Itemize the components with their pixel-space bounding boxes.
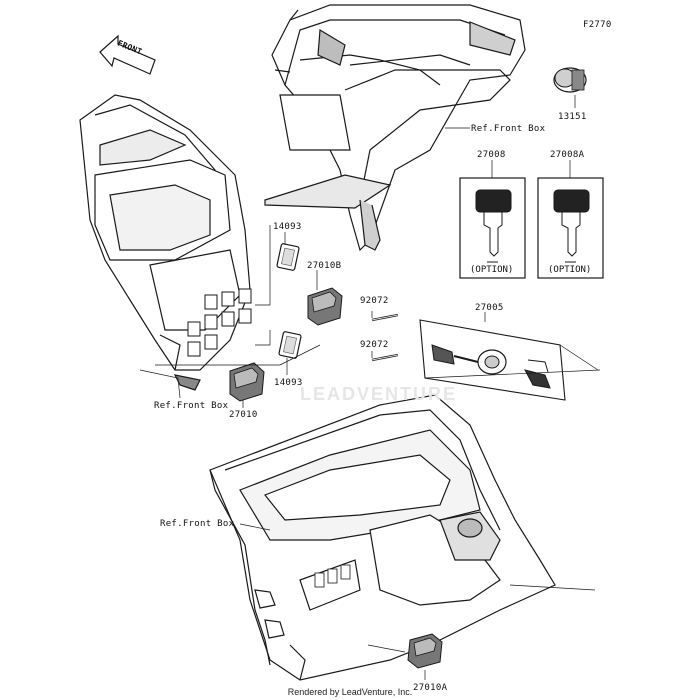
lens-14093-lower <box>278 331 302 359</box>
switch-27010A <box>407 633 443 669</box>
option-label-1: (OPTION) <box>470 265 514 275</box>
ref-front-box-label-3: Ref.Front Box <box>160 519 235 529</box>
switch-panel-grid <box>187 288 252 357</box>
ref-front-box-label-2: Ref.Front Box <box>154 401 229 411</box>
part-label-27008[interactable]: 27008 <box>477 150 506 160</box>
switch-27010B <box>307 287 343 326</box>
part-label-27010[interactable]: 27010 <box>229 410 258 420</box>
part-label-27010A[interactable]: 27010A <box>413 683 448 693</box>
watermark-text: LEADVENTURE <box>300 384 458 404</box>
ignition-switch-27005 <box>419 319 566 401</box>
lens-14093-upper <box>276 243 300 271</box>
part-label-14093-upper[interactable]: 14093 <box>273 222 302 232</box>
part-label-27010B[interactable]: 27010B <box>307 261 342 271</box>
left-dash-panel <box>79 94 251 391</box>
leader-lines <box>139 95 601 680</box>
pin-92072-upper <box>371 313 399 322</box>
ref-front-box-label-1: Ref.Front Box <box>471 124 546 134</box>
key-box-27008 <box>459 177 526 279</box>
front-arrow-icon <box>99 34 156 75</box>
key-box-27008A <box>537 177 604 279</box>
part-label-27008A[interactable]: 27008A <box>550 150 585 160</box>
upper-dash-panel <box>264 4 526 252</box>
part-label-14093-lower[interactable]: 14093 <box>274 378 303 388</box>
part-label-92072-lower[interactable]: 92072 <box>360 340 389 350</box>
switch-27010 <box>229 362 265 402</box>
part-label-13151[interactable]: 13151 <box>558 112 587 122</box>
option-label-2: (OPTION) <box>548 265 592 275</box>
plug-13151 <box>553 67 587 93</box>
figure-code: F2770 <box>583 20 612 30</box>
part-label-92072-upper[interactable]: 92072 <box>360 296 389 306</box>
footer-credit: Rendered by LeadVenture, Inc. <box>287 687 413 697</box>
part-label-27005[interactable]: 27005 <box>475 303 504 313</box>
pin-92072-lower <box>371 353 399 362</box>
lower-dash-panel <box>209 394 556 681</box>
